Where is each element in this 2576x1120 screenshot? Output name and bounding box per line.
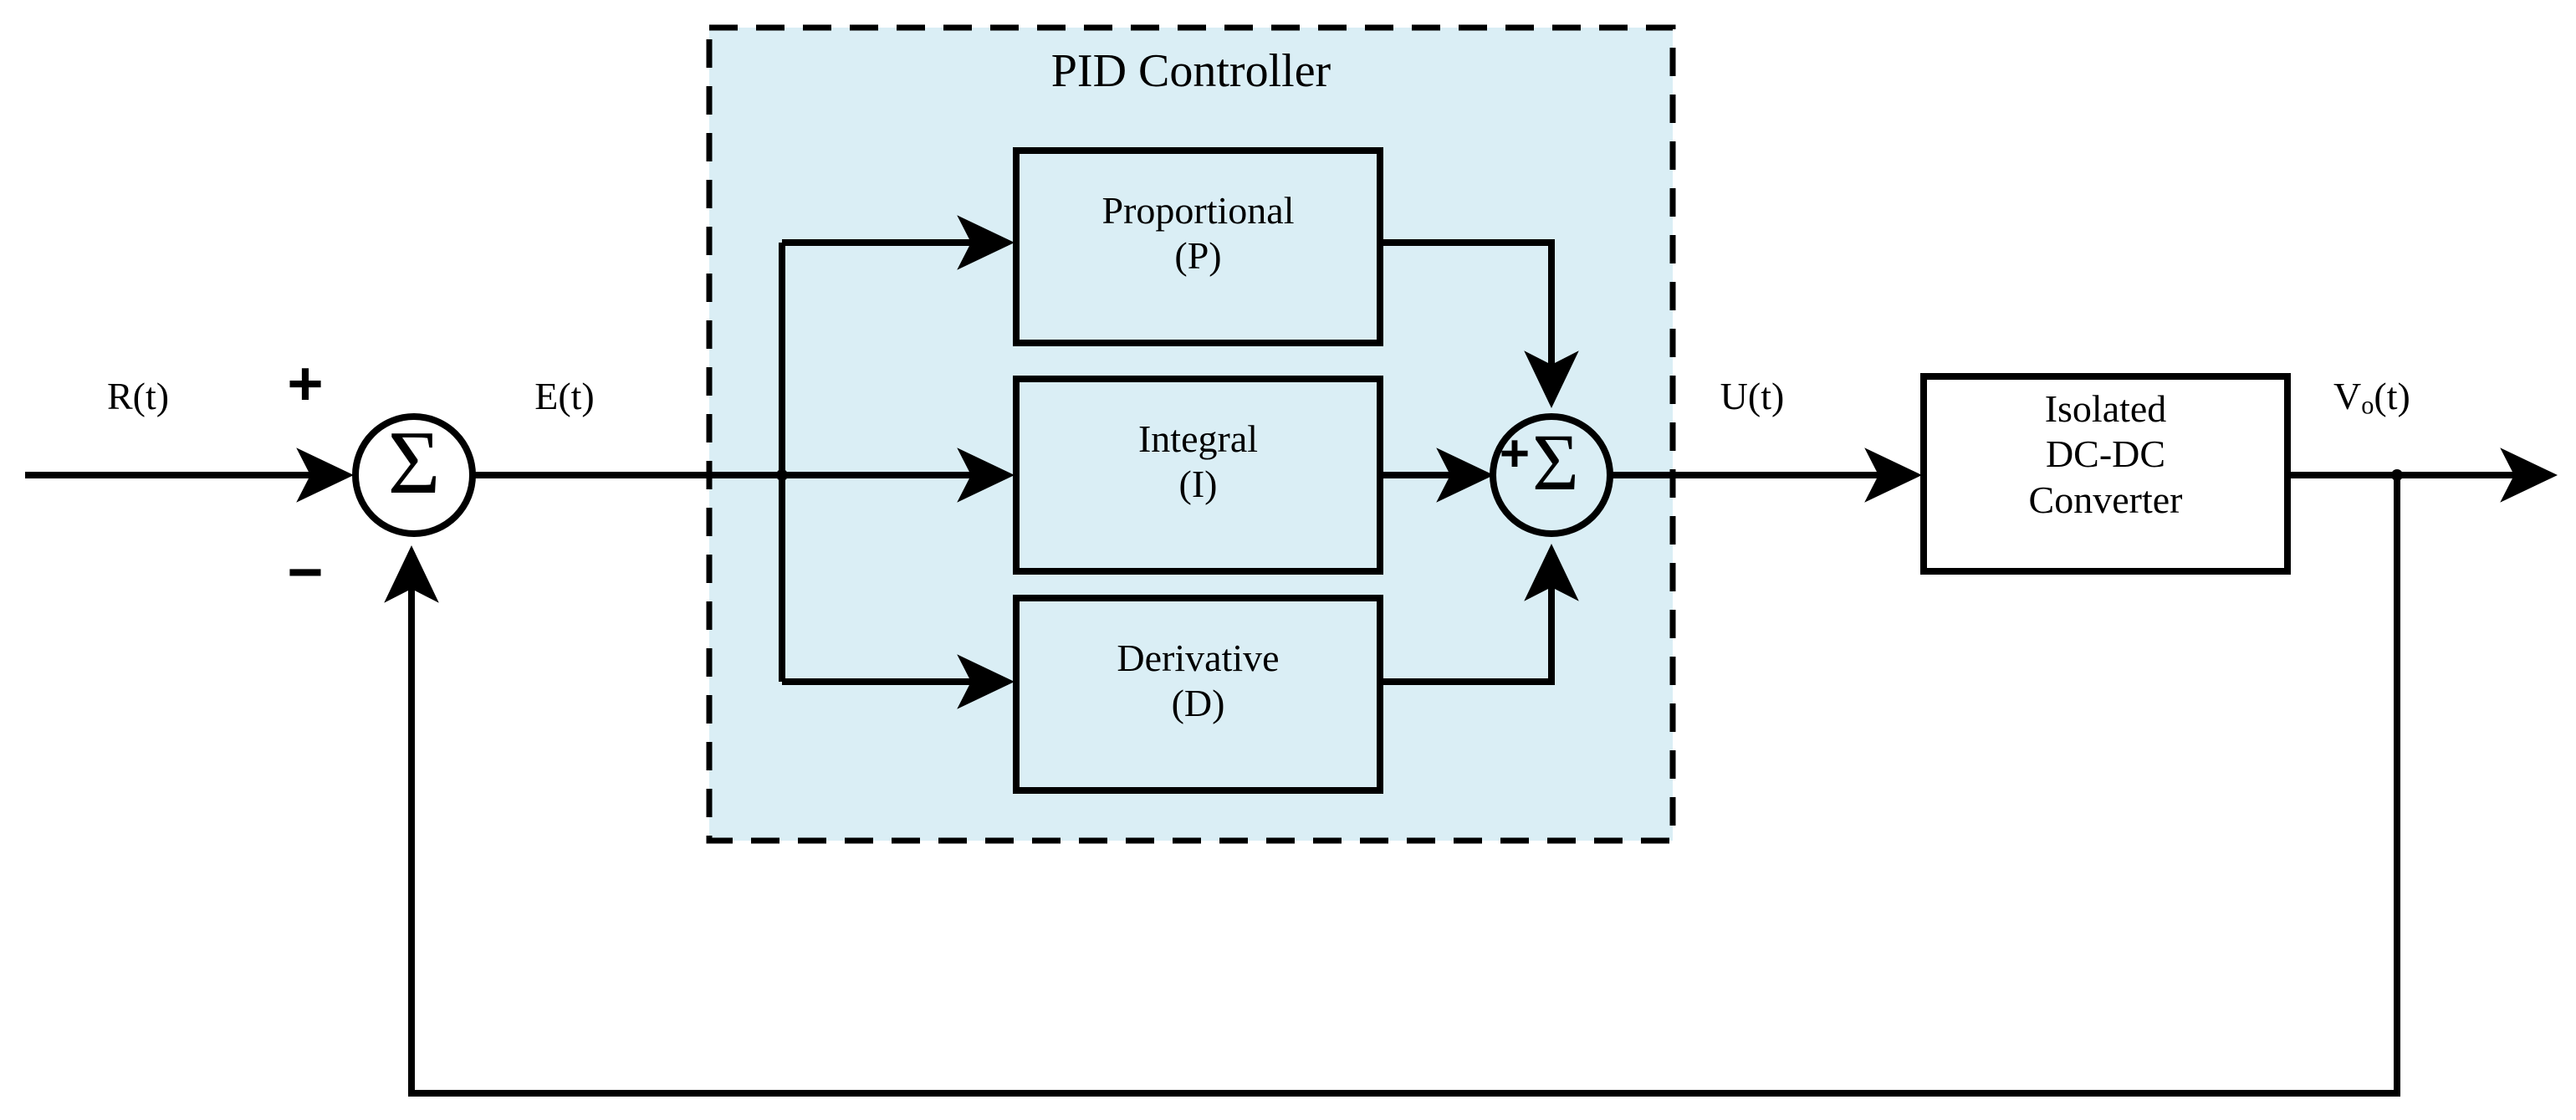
output-signal-tail: (t)	[2374, 375, 2410, 417]
integral-block-line1: Integral	[1137, 417, 1259, 460]
proportional-block-line2: (P)	[1174, 234, 1222, 278]
control-signal-label: U(t)	[1720, 375, 1785, 417]
plant-block-line1: Isolated	[2044, 387, 2167, 430]
plant-block-rect	[1920, 373, 2291, 575]
integral-block-label: Integral(I)	[1016, 417, 1380, 508]
derivative-block-line2: (D)	[1171, 682, 1225, 725]
pid-controller-title: PID Controller	[1050, 45, 1331, 97]
summing-junction-minus-sign: −	[287, 537, 324, 606]
proportional-block-label: Proportional(P)	[1016, 188, 1380, 279]
feedback-wire	[384, 475, 2400, 1097]
proportional-block-rect	[1013, 147, 1383, 346]
error-branch-node	[776, 469, 788, 481]
integral-block-line2: (I)	[1178, 463, 1218, 506]
output-signal-subscript: o	[2361, 391, 2374, 420]
output-signal-main: V	[2333, 375, 2362, 417]
error-summing-junction-sigma: Σ	[387, 413, 441, 513]
derivative-block-label: Derivative(D)	[1016, 636, 1380, 727]
proportional-output-wire	[1380, 239, 1579, 409]
summing-junction-plus-sign: +	[287, 349, 324, 418]
proportional-block-line1: Proportional	[1101, 189, 1295, 232]
derivative-block-rect	[1013, 595, 1383, 794]
reference-signal-label: R(t)	[106, 375, 170, 417]
feedback-tap-node	[2391, 469, 2403, 481]
error-signal-label: E(t)	[534, 375, 595, 417]
derivative-output-wire	[1380, 543, 1579, 685]
pid-summing-junction-plus-sign: +	[1499, 425, 1531, 483]
pid-summing-junction-sigma: Σ	[1532, 417, 1579, 507]
output-signal-label: Vo(t)	[2333, 374, 2551, 421]
plant-block-line3: Converter	[2028, 478, 2183, 521]
plant-block-line2: DC-DC	[2045, 432, 2166, 476]
derivative-block-line1: Derivative	[1117, 637, 1280, 679]
